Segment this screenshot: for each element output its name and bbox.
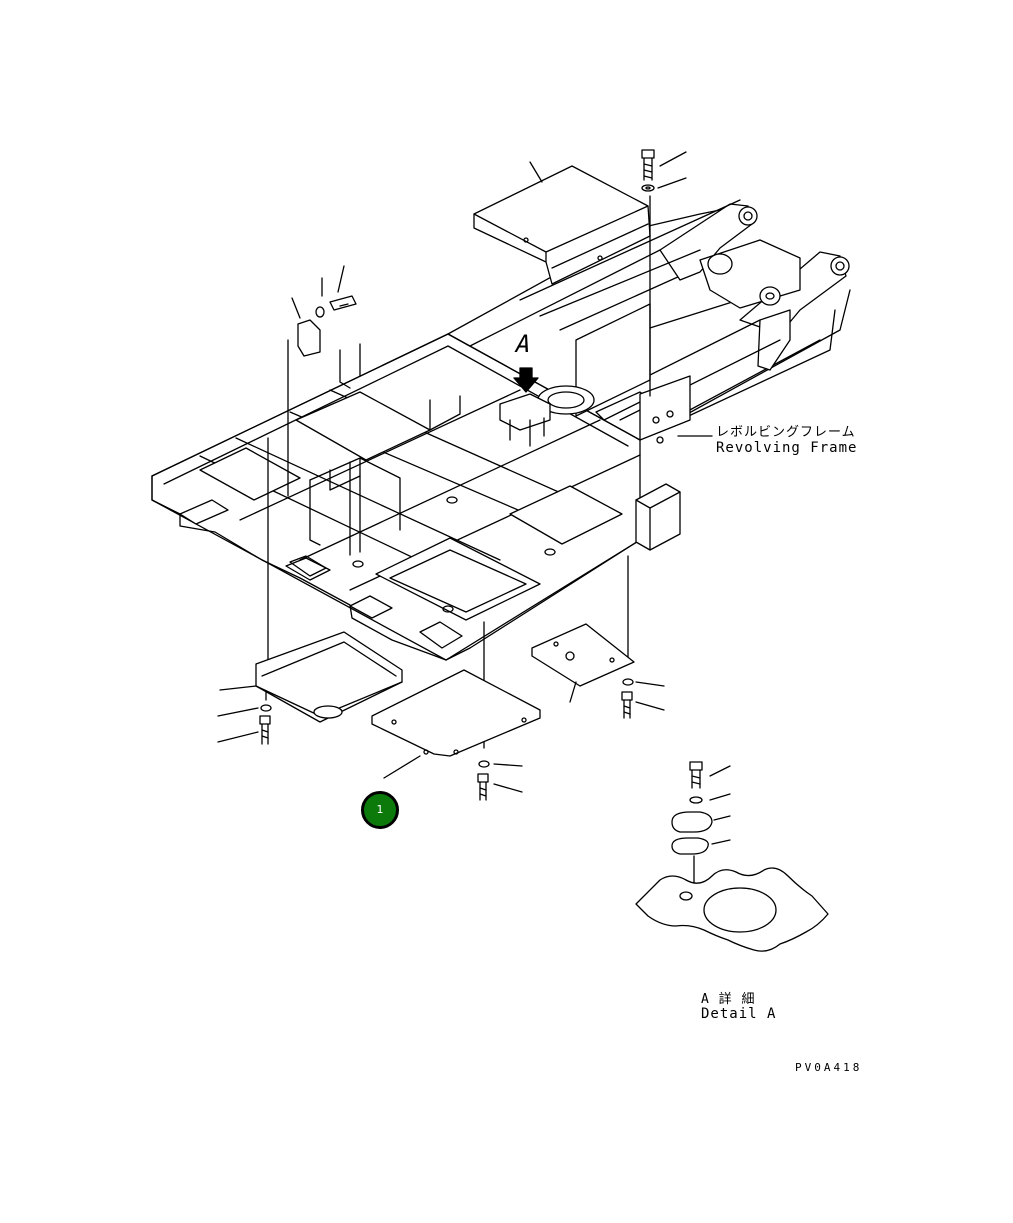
part-callout-number: 1: [376, 803, 384, 816]
boom-mount: [448, 200, 850, 440]
fasteners-lower: [218, 679, 664, 800]
under-cover-left: [220, 632, 402, 722]
frame-label-jp: レボルビングフレーム: [716, 425, 856, 440]
detail-label-jp: A 詳 細: [701, 992, 756, 1007]
top-cover: [474, 162, 650, 284]
detail-arrow: [514, 368, 538, 392]
detail-label-en: Detail A: [701, 1006, 777, 1022]
bracket-left-upper: [288, 266, 356, 496]
frame-label-en: Revolving Frame: [716, 440, 858, 456]
bolt-top: [642, 150, 686, 396]
under-cover-center: [372, 670, 540, 778]
swing-bearing: [500, 304, 690, 446]
under-cover-right: [532, 624, 634, 702]
detail-a: [636, 762, 828, 951]
drawing-code: PV0A418: [795, 1061, 863, 1074]
part-callout-button[interactable]: 1: [361, 791, 399, 829]
